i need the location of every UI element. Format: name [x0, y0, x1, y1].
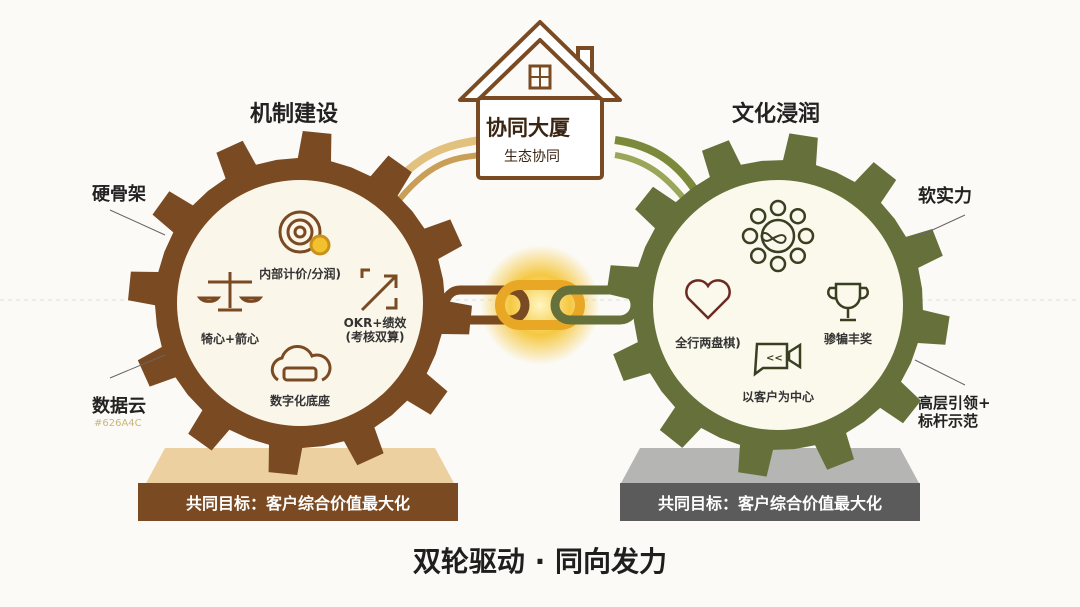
network-node	[769, 255, 787, 273]
right-side-top: 软实力	[918, 186, 972, 207]
balance-scale-icon	[196, 272, 264, 312]
network-node	[789, 247, 807, 265]
item-okr: OKR+绩效 (考核双算)	[343, 316, 407, 344]
heart-icon	[685, 279, 731, 320]
item-balance: 犄心+箭心	[200, 332, 260, 346]
right-goal-bar: 共同目标：客户综合价值最大化	[657, 494, 882, 513]
item-awards: 骖犏丰奖	[823, 332, 873, 346]
trophy-icon	[827, 282, 869, 322]
right-gear-title: 文化浸润	[732, 102, 821, 127]
item-whole-bank: 全行两盘棋)	[675, 336, 741, 350]
left-side-note: #626A4C	[94, 418, 142, 429]
item-customer-centric: 以客户为中心	[741, 390, 815, 404]
left-gear-title: 机制建设	[250, 102, 339, 127]
network-node	[749, 207, 767, 225]
house-icon	[458, 20, 622, 180]
left-goal-bar: 共同目标：客户综合价值最大化	[185, 494, 410, 513]
house-subtitle: 生态协同	[504, 149, 560, 165]
cloud-base-icon	[270, 345, 332, 382]
house-title: 协同大厦	[486, 116, 570, 140]
right-connector	[614, 136, 699, 193]
left-side-top: 硬骨架	[92, 184, 146, 205]
network-node	[769, 199, 787, 217]
growth-arrows-icon	[360, 268, 398, 312]
item-digital-base: 数字化底座	[269, 394, 331, 408]
right-side-bottom: 高层引领+ 标杆示范	[918, 394, 991, 430]
network-infinity-icon	[741, 199, 815, 273]
target-coin-icon	[278, 210, 331, 256]
svg-text:<<: <<	[766, 353, 783, 364]
left-side-bottom: 数据云	[92, 396, 146, 417]
item-internal-pricing: 内部计价/分润)	[259, 267, 341, 281]
network-node	[789, 207, 807, 225]
chain-link-icon	[440, 245, 640, 365]
network-node	[797, 227, 815, 245]
network-node	[749, 247, 767, 265]
footer-title: 双轮驱动 · 同向发力	[412, 545, 668, 578]
video-chat-icon: <<	[753, 342, 802, 377]
network-node	[741, 227, 759, 245]
left-pedestal	[145, 448, 455, 485]
